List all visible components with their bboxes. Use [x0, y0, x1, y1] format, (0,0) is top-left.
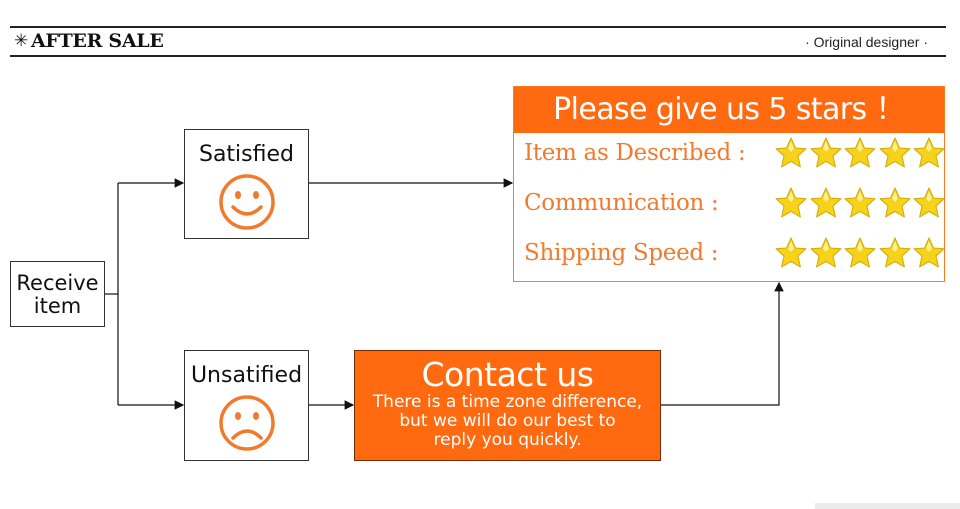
unsatisfied-label: Unsatified — [190, 363, 303, 388]
star-icon — [879, 187, 910, 218]
rating-row-shipping-speed: Shipping Speed : — [524, 236, 945, 276]
bottom-shadow — [815, 503, 960, 509]
contact-line-1: There is a time zone difference, — [372, 392, 643, 412]
section-title-text: AFTER SALE — [30, 30, 164, 52]
star-icon — [775, 237, 807, 268]
star-icon — [810, 187, 841, 218]
star-icon — [913, 237, 945, 268]
header-top-rule — [10, 26, 946, 28]
contact-us-box: Contact us There is a time zone differen… — [354, 350, 661, 461]
star-icon — [775, 137, 807, 168]
star-group — [774, 186, 947, 220]
star-icon — [844, 187, 876, 218]
starburst-icon: ✳ — [14, 31, 28, 51]
rating-row-communication: Communication : — [524, 186, 945, 226]
contact-line-2: but we will do our best to — [399, 411, 616, 431]
star-group — [774, 236, 947, 270]
receive-line-1: Receive — [16, 271, 99, 295]
header-bottom-rule — [10, 55, 946, 57]
star-icon — [913, 187, 945, 218]
star-icon — [775, 187, 807, 218]
star-icon — [844, 237, 876, 268]
star-icon — [810, 137, 841, 168]
star-group — [774, 136, 947, 170]
smiley-face-icon — [218, 174, 275, 230]
satisfied-box: Satisfied — [184, 129, 309, 239]
rating-row-item-described: Item as Described : — [524, 136, 945, 176]
contact-title: Contact us — [421, 355, 595, 394]
five-star-rating-box: Please give us 5 stars ！ Item as Describ… — [513, 86, 945, 282]
receive-line-2: item — [33, 294, 82, 318]
contact-line-3: reply you quickly. — [433, 430, 582, 450]
star-icon — [913, 137, 945, 168]
unsatisfied-box: Unsatified — [184, 350, 309, 461]
rating-row-label: Communication : — [524, 190, 719, 216]
arrow-contact-to-rating — [661, 281, 784, 406]
sad-face-icon — [218, 395, 275, 451]
rating-row-label: Shipping Speed : — [524, 240, 719, 266]
star-icon — [844, 137, 876, 168]
receive-item-box: Receive item — [10, 261, 105, 327]
star-icon — [879, 137, 910, 168]
rating-title: Please give us 5 stars ！ — [514, 87, 944, 133]
designer-tagline: · Original designer · — [805, 34, 928, 50]
star-icon — [879, 237, 910, 268]
section-title: ✳ AFTER SALE — [14, 30, 164, 52]
rating-row-label: Item as Described : — [524, 140, 746, 166]
satisfied-label: Satisfied — [198, 142, 294, 167]
star-icon — [810, 237, 841, 268]
